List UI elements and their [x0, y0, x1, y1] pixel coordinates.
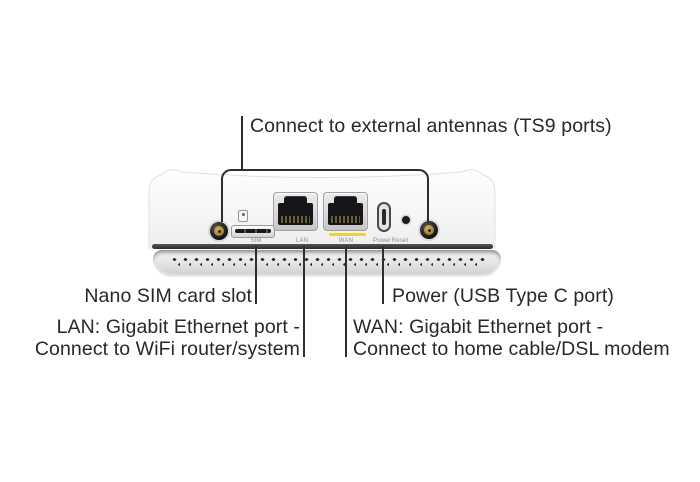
wan-callout-label: WAN: Gigabit Ethernet port - Connect to …: [353, 316, 670, 360]
sim-card-slot: [231, 225, 275, 238]
antenna-callout-label: Connect to external antennas (TS9 ports): [250, 115, 612, 137]
rj45-tab: [334, 196, 357, 204]
lan-callout-label: LAN: Gigabit Ethernet port - Connect to …: [34, 316, 300, 360]
port-label-wan: WAN: [338, 238, 354, 244]
sim-callout-line: [255, 246, 257, 304]
wan-callout-line1: WAN: Gigabit Ethernet port -: [353, 316, 604, 338]
port-label-sim: SIM: [250, 238, 262, 244]
wan-callout-line: [345, 246, 347, 357]
rj45-pins: [331, 216, 360, 223]
usb-c-slot: [382, 209, 386, 225]
vent-dots: [169, 256, 485, 269]
power-callout-line: [382, 246, 384, 304]
antenna-port-left-icon: [210, 222, 228, 240]
wan-callout-line2: Connect to home cable/DSL modem: [353, 337, 670, 360]
antenna-callout-bracket: [221, 169, 429, 222]
device-base: [153, 250, 501, 277]
wan-port-opening: [328, 196, 363, 225]
wan-accent-bar: [329, 233, 366, 236]
reset-pinhole: [402, 216, 410, 224]
rj45-tab: [284, 196, 307, 204]
port-label-lan: LAN: [295, 238, 309, 244]
lan-ethernet-port: [273, 192, 318, 231]
sim-eject-icon: [238, 210, 248, 222]
power-callout-label: Power (USB Type C port): [392, 285, 614, 307]
sim-callout-label: Nano SIM card slot: [84, 285, 252, 307]
device-bottom-edge: [152, 244, 493, 249]
sim-slot-opening: [235, 229, 271, 233]
lan-port-opening: [278, 196, 313, 225]
power-usb-c-port: [377, 202, 391, 232]
rj45-pins: [281, 216, 310, 223]
wan-ethernet-port: [323, 192, 368, 231]
port-label-reset: Reset: [391, 238, 409, 244]
antenna-gold-pin: [214, 226, 224, 236]
antenna-port-right-icon: [420, 221, 438, 239]
lan-callout-line1: LAN: Gigabit Ethernet port -: [56, 316, 300, 338]
antenna-gold-pin: [424, 225, 434, 235]
port-label-power: Power: [372, 238, 392, 244]
lan-callout-line: [303, 246, 305, 357]
lan-callout-line2: Connect to WiFi router/system: [34, 337, 300, 360]
antenna-callout-line: [241, 116, 243, 170]
